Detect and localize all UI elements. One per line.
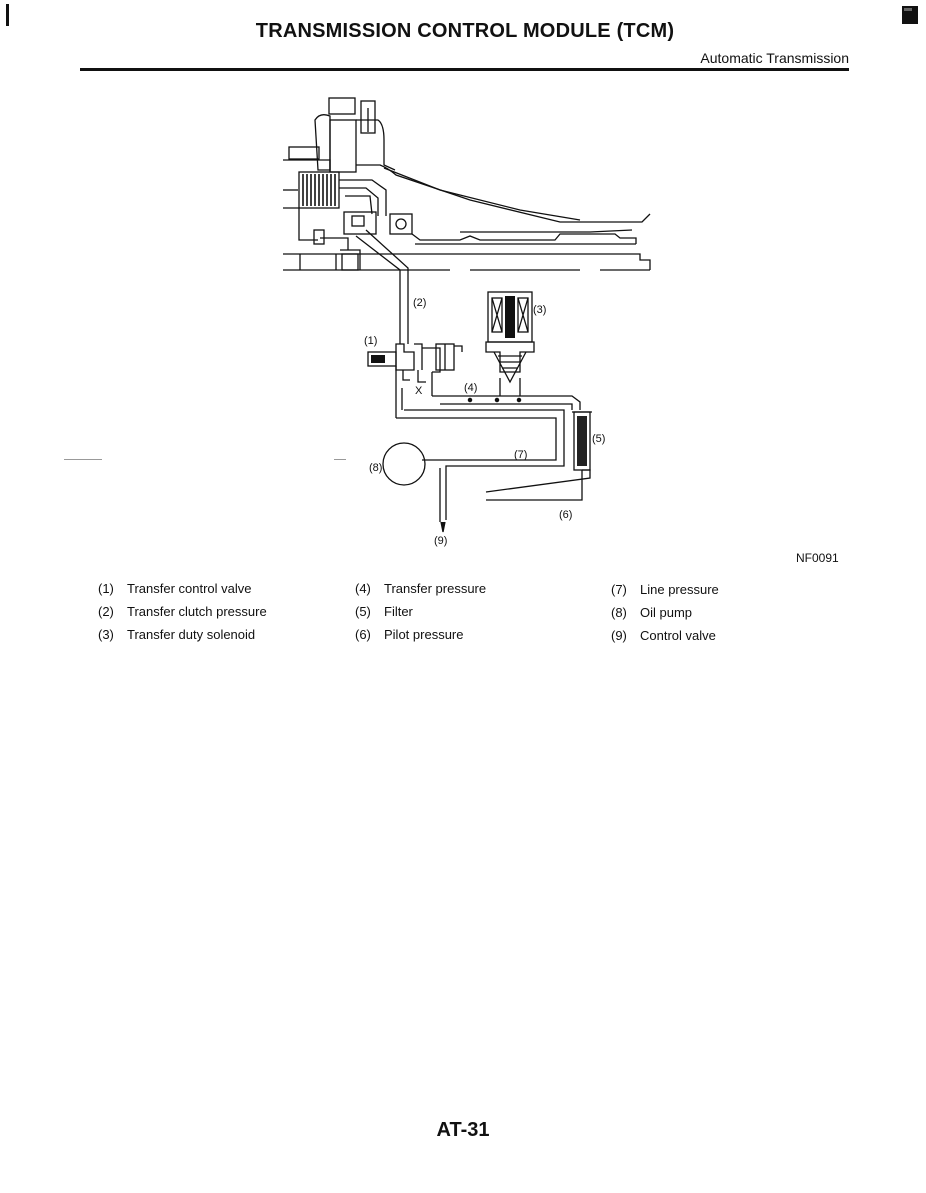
callout-3: (3) <box>533 304 546 316</box>
header-rule <box>80 68 849 71</box>
legend-item: (3)Transfer duty solenoid <box>98 627 256 642</box>
callout-9: (9) <box>434 535 447 547</box>
housing-top-block <box>328 97 356 115</box>
callout-1: (1) <box>364 335 377 347</box>
callout-6: (6) <box>559 509 572 521</box>
oil-pump-circle <box>382 442 426 486</box>
legend-item: (9)Control valve <box>611 628 716 643</box>
scan-speck <box>64 459 102 460</box>
page-number: AT-31 <box>436 1119 490 1141</box>
page-subtitle: Automatic Transmission <box>700 50 849 66</box>
callout-4: (4) <box>464 382 477 394</box>
legend-item: (2)Transfer clutch pressure <box>98 604 267 619</box>
hydraulic-circuit-diagram: (2) (3) (1) X (4) (5) (7) (8) (6) (9) <box>283 97 651 547</box>
legend-item: (7)Line pressure <box>611 582 719 597</box>
page-title: TRANSMISSION CONTROL MODULE (TCM) <box>255 20 675 42</box>
figure-code: NF0091 <box>796 551 839 565</box>
legend-item: (6)Pilot pressure <box>355 627 464 642</box>
housing-main-block <box>329 119 357 173</box>
legend-item: (8)Oil pump <box>611 605 693 620</box>
callout-2: (2) <box>413 297 426 309</box>
section-tab-marker <box>902 6 918 24</box>
callout-7: (7) <box>514 449 527 461</box>
callout-x: X <box>415 385 423 397</box>
scan-speck <box>334 459 346 460</box>
legend-item: (5)Filter <box>355 604 413 619</box>
callout-8: (8) <box>369 462 382 474</box>
callout-5: (5) <box>592 433 605 445</box>
legend-item: (1)Transfer control valve <box>98 581 252 596</box>
bolt-head <box>360 100 376 134</box>
margin-bar <box>6 4 9 26</box>
legend-item: (4)Transfer pressure <box>355 581 487 596</box>
